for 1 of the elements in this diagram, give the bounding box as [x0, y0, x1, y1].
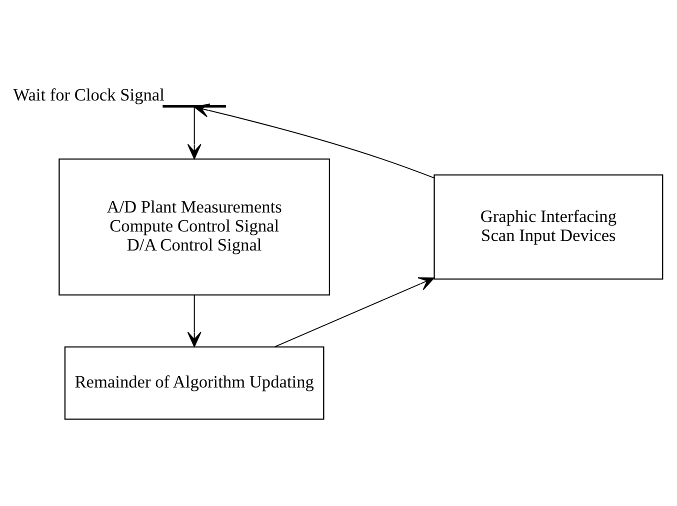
- node-label: Wait for Clock Signal: [13, 86, 164, 105]
